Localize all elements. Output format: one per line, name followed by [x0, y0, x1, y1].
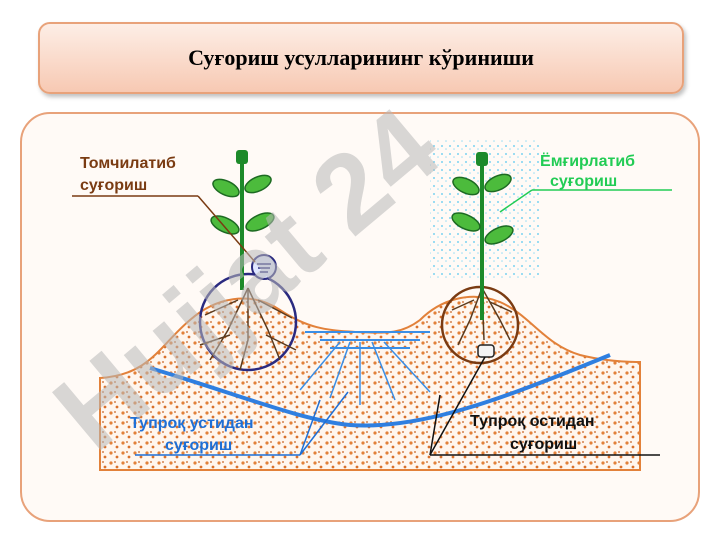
- drip-leader: [72, 195, 256, 263]
- sprinkler-leaves: [451, 173, 514, 245]
- seepage-lines: [299, 341, 431, 405]
- subsurface-label-2: суғориш: [510, 436, 577, 453]
- water-lines: [149, 353, 611, 428]
- dripper-icon: [251, 254, 277, 280]
- title-box: Суғориш усулларининг кўриниши: [38, 22, 684, 94]
- subsurface-emitter: [477, 344, 495, 358]
- sprinkler-leader: [499, 189, 672, 213]
- sprinkler-plant: [430, 140, 540, 365]
- drip-leaves: [210, 174, 275, 235]
- page-title: Суғориш усулларининг кўриниши: [188, 45, 534, 70]
- drip-label-2: суғориш: [80, 177, 147, 194]
- drip-plant: [198, 150, 298, 372]
- drip-label-1: Томчилатиб: [80, 155, 176, 172]
- subsurface-leader: [429, 356, 660, 456]
- subsurface-label-1: Тупроқ остидан: [470, 413, 595, 430]
- surface-leader: [135, 391, 349, 456]
- surface-label-2: суғориш: [165, 437, 232, 454]
- drip-roots: [199, 287, 297, 371]
- drip-wet-zone: [198, 272, 298, 372]
- sprinkler-bud: [476, 152, 488, 166]
- surface-water: [305, 331, 430, 349]
- sprinkler-label-1: Ёмғирлатиб: [540, 152, 635, 170]
- surface-label-1: Тупроқ устидан: [130, 415, 254, 432]
- sprinkler-label-2: суғориш: [550, 173, 617, 190]
- drip-bud: [236, 150, 248, 164]
